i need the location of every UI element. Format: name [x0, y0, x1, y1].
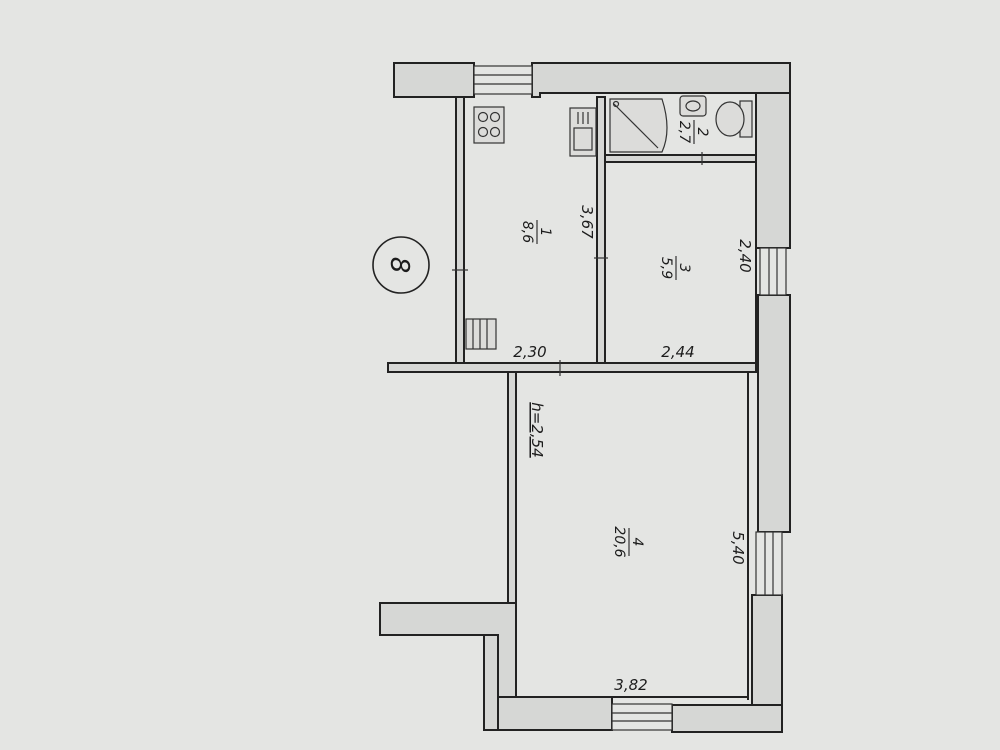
dimension-room4-width: 3,82: [614, 676, 647, 694]
dimension-kitchen-width: 2,30: [513, 343, 546, 361]
room-number: 2: [694, 128, 710, 137]
dimension-kitchen-length: 3,67: [578, 205, 596, 239]
room-label-1: 1 8,6: [519, 220, 553, 244]
apartment-number-badge: [372, 236, 430, 294]
washbasin-icon: [679, 95, 707, 117]
toilet-icon: [715, 100, 753, 138]
ceiling-height: h=2,54: [528, 402, 546, 457]
room-label-2: 2 2,7: [676, 120, 710, 144]
apartment-number: 8: [384, 257, 414, 274]
outer-walls: [379, 62, 791, 733]
stove-icon: [473, 106, 505, 144]
interior-walls: [387, 96, 757, 700]
room-area: 2,7: [676, 121, 692, 143]
room-area: 8,6: [519, 221, 535, 243]
room-area: 20,6: [611, 526, 627, 557]
room-number: 1: [537, 228, 553, 237]
sink-icon: [569, 107, 597, 157]
dimension-room4-length: 5,40: [729, 531, 747, 564]
windows: [473, 65, 787, 731]
room-label-4: 4 20,6: [611, 526, 645, 557]
room-label-3: 3 5,9: [658, 256, 692, 280]
room-area: 5,9: [658, 257, 674, 279]
dimension-room3-width: 2,44: [661, 343, 694, 361]
shower-icon: [609, 98, 668, 153]
dimension-room3-length: 2,40: [736, 239, 754, 272]
door-marks: [452, 152, 703, 376]
radiator-icon: [465, 318, 497, 350]
room-number: 4: [629, 538, 645, 547]
room-number: 3: [676, 264, 692, 273]
